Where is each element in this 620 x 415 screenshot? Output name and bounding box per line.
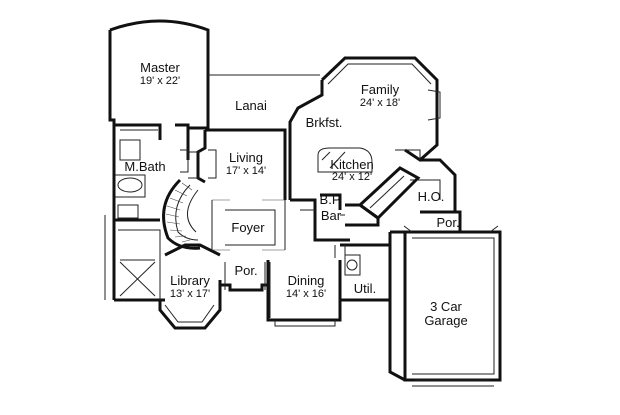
label-master: Master (140, 60, 180, 75)
label-bp: B.P. (320, 192, 343, 207)
label-garage-sub: Garage (424, 313, 467, 328)
dims-master: 19' x 22' (140, 75, 180, 87)
dims-kitchen: 24' x 12' (332, 171, 372, 183)
label-lanai: Lanai (235, 98, 267, 113)
dims-family: 24' x 18' (360, 97, 400, 109)
label-dining: Dining (288, 273, 325, 288)
label-mbath: M.Bath (124, 159, 165, 174)
dims-dining: 14' x 16' (286, 288, 326, 300)
label-util: Util. (354, 281, 376, 296)
dims-library: 13' x 17' (170, 288, 210, 300)
room-labels: Master 19' x 22' Lanai Family 24' x 18' … (124, 60, 467, 328)
label-por-right: Por. (436, 215, 459, 230)
label-garage: 3 Car (430, 299, 462, 314)
label-living: Living (229, 150, 263, 165)
label-por-left: Por. (234, 263, 257, 278)
label-brkfst: Brkfst. (306, 115, 343, 130)
interior-walls (114, 123, 421, 258)
label-library: Library (170, 273, 210, 288)
exterior-walls (104, 19, 502, 387)
label-ho: H.O. (418, 189, 445, 204)
label-family: Family (361, 82, 400, 97)
label-foyer: Foyer (231, 220, 265, 235)
label-bar: Bar (321, 208, 342, 223)
label-kitchen: Kitchen (330, 157, 373, 172)
dims-living: 17' x 14' (226, 165, 266, 177)
